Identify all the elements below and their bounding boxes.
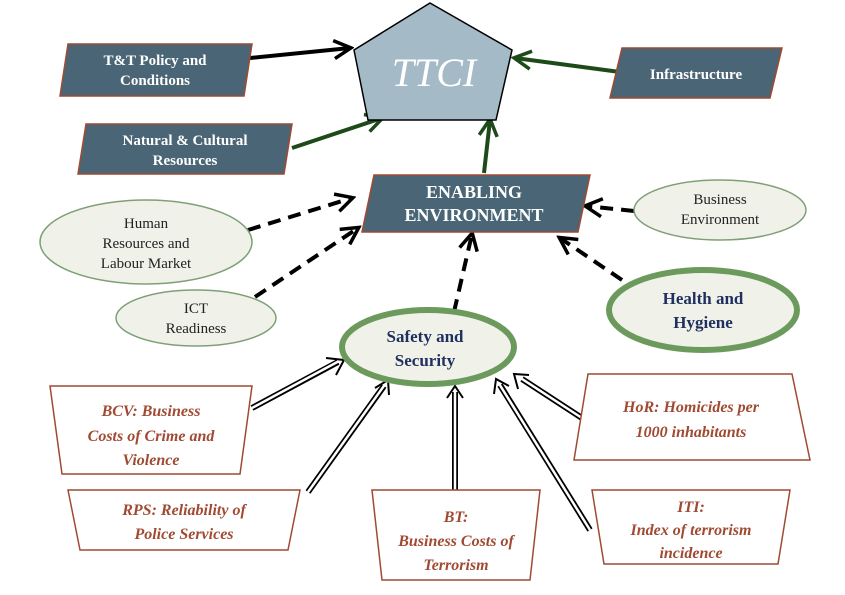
svg-text:Labour Market: Labour Market (101, 256, 192, 272)
hr-line-1: Human (124, 216, 169, 232)
ttci-pentagon (353, 2, 513, 121)
bt-line-1: BT: (443, 509, 469, 526)
pillar-natural-cultural: Natural & Cultural Resources (77, 123, 293, 175)
pillar-tt-policy: T&T Policy and Conditions (59, 43, 253, 97)
ict-line-1: ICT (184, 301, 208, 317)
hor-line-2: 1000 inhabitants (636, 424, 747, 441)
enabling-environment-node: ENABLING ENVIRONMENT (361, 174, 591, 233)
tt-policy-line-1: T&T Policy and (103, 53, 207, 69)
safety-line-2: Security (395, 351, 456, 370)
factor-health-hygiene: Health and Hygiene (606, 267, 800, 353)
svg-text:Hygiene: Hygiene (673, 313, 733, 332)
svg-text:Violence: Violence (123, 452, 180, 469)
arrow-business-env-to-enabling (586, 206, 635, 211)
hr-line-3: Labour Market (101, 256, 192, 272)
svg-text:Costs of Crime and: Costs of Crime and (88, 428, 216, 445)
svg-text:BCV: Business: BCV: Business (101, 403, 201, 420)
svg-text:Safety and: Safety and (387, 327, 465, 346)
hor-line-1: HoR: Homicides per (622, 399, 760, 416)
svg-text:Resources and: Resources and (102, 236, 190, 252)
bt-line-3: Terrorism (423, 557, 488, 574)
tt-policy-line-2: Conditions (120, 73, 190, 89)
svg-text:HoR: Homicides per: HoR: Homicides per (622, 399, 760, 416)
business-line-2: Environment (681, 212, 760, 228)
factor-ict-readiness: ICT Readiness (115, 289, 277, 347)
arrow-bcv-to-safety (250, 357, 346, 411)
rps-line-1: RPS: Reliability of (121, 502, 247, 519)
svg-text:Health and: Health and (663, 289, 744, 308)
iti-line-3: incidence (659, 545, 722, 562)
factor-business-environment: Business Environment (633, 179, 807, 241)
svg-text:Index of terrorism: Index of terrorism (630, 522, 752, 539)
business-line-1: Business (693, 192, 747, 208)
arrow-iti-to-safety (493, 377, 593, 532)
natural-line-1: Natural & Cultural (123, 133, 248, 149)
svg-text:Business: Business (693, 192, 747, 208)
ict-line-2: Readiness (166, 321, 227, 337)
factor-safety-security: Safety and Security (339, 307, 517, 387)
arrow-tt-policy-to-ttci (249, 48, 350, 58)
svg-text:Business Costs of: Business Costs of (397, 533, 515, 550)
natural-line-2: Resources (153, 153, 218, 169)
indicator-bt: BT: Business Costs of Terrorism (371, 489, 541, 581)
indicator-hor: HoR: Homicides per 1000 inhabitants (573, 373, 811, 461)
safety-line-1: Safety and (387, 327, 465, 346)
svg-text:Conditions: Conditions (120, 73, 190, 89)
factor-human-resources: Human Resources and Labour Market (39, 199, 253, 285)
arrow-enabling-to-ttci (484, 120, 490, 174)
health-line-1: Health and (663, 289, 744, 308)
arrow-bt-to-safety (446, 384, 464, 490)
indicator-rps: RPS: Reliability of Police Services (67, 489, 301, 551)
svg-text:Terrorism: Terrorism (423, 557, 488, 574)
ttci-label: TTCI (392, 50, 478, 95)
arrow-hor-to-safety (512, 372, 587, 423)
indicator-iti: ITI: Index of terrorism incidence (591, 489, 791, 565)
pillar-infrastructure: Infrastructure (609, 47, 783, 99)
arrow-human-resources-to-enabling (247, 198, 352, 232)
svg-text:Readiness: Readiness (166, 321, 227, 337)
ttci-node: TTCI (353, 2, 513, 121)
svg-text:Natural & Cultural: Natural & Cultural (123, 133, 248, 149)
svg-text:Human: Human (124, 216, 169, 232)
bt-line-2: Business Costs of (397, 533, 515, 550)
rps-line-2: Police Services (133, 526, 233, 543)
arrow-safety-to-enabling (452, 234, 472, 313)
bcv-line-3: Violence (123, 452, 180, 469)
svg-text:incidence: incidence (659, 545, 722, 562)
bcv-line-1: BCV: Business (101, 403, 201, 420)
svg-text:Environment: Environment (681, 212, 760, 228)
arrow-natural-to-ttci (291, 118, 382, 150)
svg-text:T&T Policy and: T&T Policy and (103, 53, 207, 69)
svg-text:ICT: ICT (184, 301, 208, 317)
connectors (247, 48, 635, 532)
svg-text:BT:: BT: (443, 509, 469, 526)
svg-text:Resources: Resources (153, 153, 218, 169)
enabling-line-1: ENABLING (426, 182, 522, 202)
iti-line-2: Index of terrorism (630, 522, 752, 539)
arrow-rps-to-safety (305, 378, 390, 494)
svg-text:ITI:: ITI: (676, 499, 705, 516)
indicator-bcv: BCV: Business Costs of Crime and Violenc… (49, 385, 253, 475)
hr-line-2: Resources and (102, 236, 190, 252)
infrastructure-label: Infrastructure (650, 67, 743, 83)
svg-text:1000 inhabitants: 1000 inhabitants (636, 424, 747, 441)
arrow-ict-to-enabling (253, 228, 358, 299)
health-line-2: Hygiene (673, 313, 733, 332)
arrow-health-to-enabling (560, 238, 624, 282)
iti-line-1: ITI: (676, 499, 705, 516)
enabling-line-2: ENVIRONMENT (404, 205, 543, 225)
svg-text:Security: Security (395, 351, 456, 370)
arrow-infrastructure-to-ttci (515, 58, 621, 74)
svg-text:Police Services: Police Services (133, 526, 233, 543)
bcv-line-2: Costs of Crime and (88, 428, 216, 445)
svg-text:RPS: Reliability of: RPS: Reliability of (121, 502, 247, 519)
